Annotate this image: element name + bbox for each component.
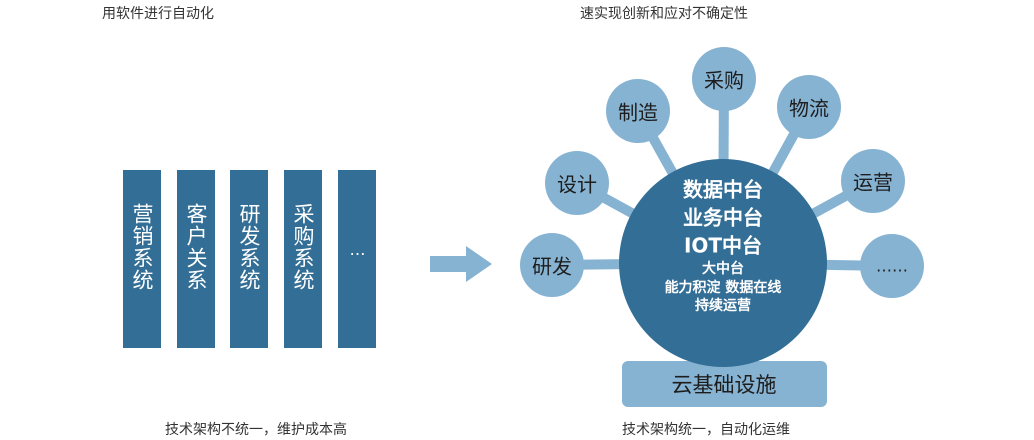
cloud-infrastructure-label: 云基础设施 — [671, 373, 777, 397]
system-bar-rnd: 研发系统 — [230, 170, 268, 348]
satellite-more: …… — [876, 256, 908, 276]
right-top-text: 速实现创新和应对不确定性 — [580, 6, 748, 22]
center-sub-line-1: 大中台 — [702, 261, 744, 277]
system-bar-label: 客户关系 — [184, 203, 208, 291]
system-bar-more: … — [338, 170, 376, 348]
satellite-design: 设计 — [557, 172, 597, 197]
center-line-data: 数据中台 — [683, 177, 763, 202]
system-bar-crm: 客户关系 — [177, 170, 215, 348]
right-caption: 技术架构统一，自动化运维 — [622, 422, 790, 438]
left-caption: 技术架构不统一，维护成本高 — [165, 422, 347, 438]
satellite-rnd: 研发 — [532, 254, 572, 279]
system-bar-label: 研发系统 — [237, 203, 261, 291]
center-sub-line-2: 能力积淀 数据在线 — [664, 280, 782, 296]
center-line-iot: IOT中台 — [683, 233, 763, 258]
satellite-procurement: 采购 — [704, 68, 744, 93]
system-bar-marketing: 营销系统 — [123, 170, 161, 348]
satellite-operations: 运营 — [853, 170, 893, 195]
center-line-business: 业务中台 — [683, 205, 763, 230]
satellite-manufacturing: 制造 — [618, 100, 658, 125]
system-bar-label: 采购系统 — [291, 203, 315, 291]
system-bar-label: … — [348, 240, 367, 260]
system-bar-procurement: 采购系统 — [284, 170, 322, 348]
satellite-logistics: 物流 — [789, 96, 829, 121]
left-top-text: 用软件进行自动化 — [102, 6, 214, 22]
center-sub-line-3: 持续运营 — [695, 298, 751, 314]
system-bar-label: 营销系统 — [130, 203, 154, 291]
right-arrow-icon — [430, 246, 492, 282]
